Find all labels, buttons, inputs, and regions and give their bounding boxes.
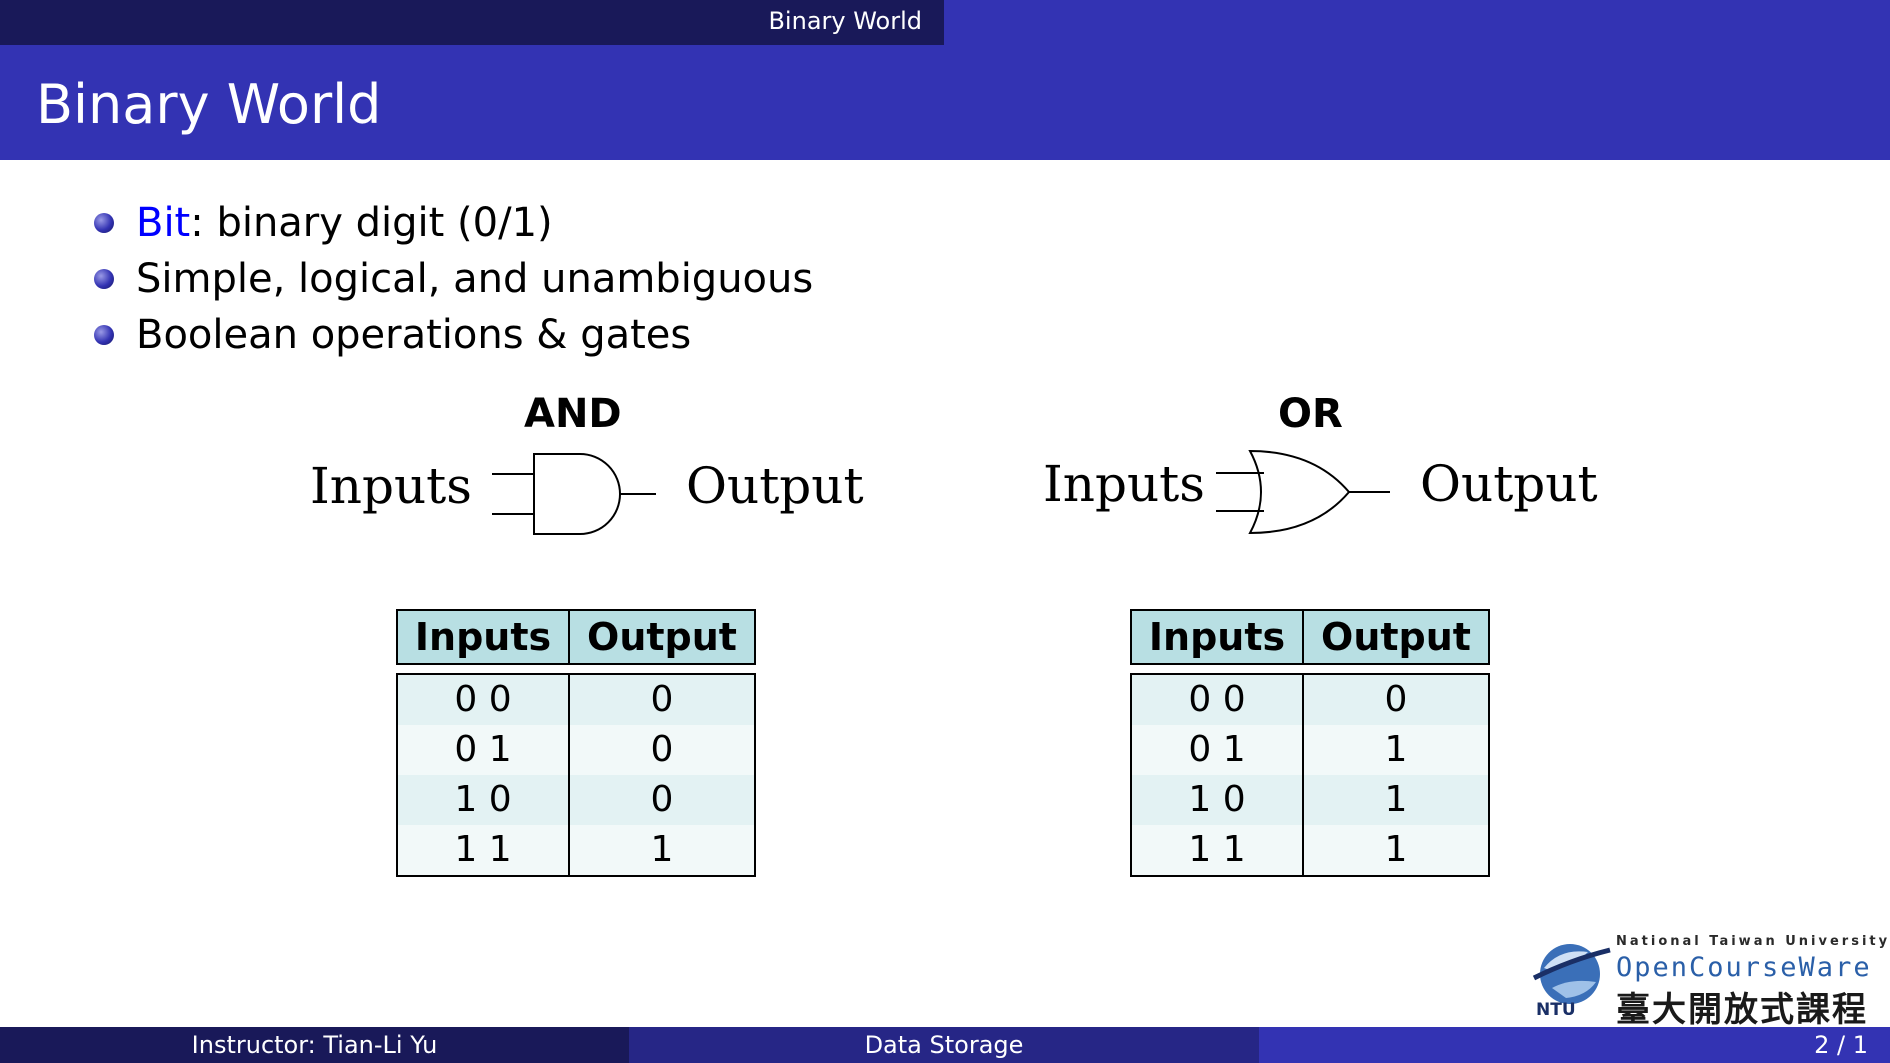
table-cell: 0 [650,729,674,770]
or-inputs-label: Inputs [1043,455,1205,513]
table-body: 0 0 0 0 1 0 1 0 0 1 1 1 [396,673,756,877]
table-cell: 1 0 [1132,775,1304,825]
table-header: Inputs Output [396,609,756,665]
and-gate-icon [492,453,656,535]
and-gate-title: AND [524,391,622,437]
logo-chinese: 臺大開放式課程 [1616,990,1868,1030]
table-row: 0 1 0 [398,725,754,775]
section-link[interactable]: Binary World [768,7,922,35]
and-inputs-label: Inputs [310,457,472,515]
table-cell: 0 1 [398,725,570,775]
or-gate-title: OR [1278,391,1343,437]
bullet-icon [94,325,114,345]
footer-page-number: 2 / 1 [1259,1027,1890,1063]
table-row: 1 0 0 [398,775,754,825]
frame-title-bar: Binary World [0,45,1890,160]
header-cell-output: Output [587,615,737,659]
bullet-icon [94,269,114,289]
or-output-label: Output [1420,455,1598,513]
table-cell: 1 1 [398,825,570,875]
bullet-item: Bit: binary digit (0/1) [90,195,813,251]
top-navigation-bar: Binary World [0,0,1890,45]
table-cell: 1 [1384,729,1408,770]
frame-title: Binary World [36,73,382,136]
table-row: 1 1 1 [398,825,754,875]
footer-bar: Instructor: Tian-Li Yu Data Storage 2 / … [0,1027,1890,1063]
table-cell: 1 [650,829,674,870]
footer-instructor: Instructor: Tian-Li Yu [0,1027,629,1063]
header-cell-inputs: Inputs [398,611,570,663]
globe-icon: NTU [1532,944,1611,1018]
bit-term: Bit [136,200,191,246]
bullet-list: Bit: binary digit (0/1) Simple, logical,… [90,195,813,363]
table-cell: 0 0 [1132,675,1304,725]
table-row: 0 0 0 [398,675,754,725]
table-header: Inputs Output [1130,609,1490,665]
bullet-text: : binary digit (0/1) [190,200,553,246]
bullet-item: Boolean operations & gates [90,307,813,363]
table-row: 1 1 1 [1132,825,1488,875]
bullet-item: Simple, logical, and unambiguous [90,251,813,307]
footer-topic: Data Storage [629,1027,1259,1063]
table-cell: 0 [1384,679,1408,720]
table-body: 0 0 0 0 1 1 1 0 1 1 1 1 [1130,673,1490,877]
table-cell: 0 [650,779,674,820]
ntu-ocw-logo: NTU National Taiwan University OpenCours… [1530,934,1887,1030]
table-row: 0 1 1 [1132,725,1488,775]
or-gate-icon [1216,449,1390,535]
table-cell: 1 [1384,829,1408,870]
table-cell: 1 [1384,779,1408,820]
bullet-text: Boolean operations & gates [136,312,692,358]
nav-left-block [0,0,944,45]
logo-university: National Taiwan University [1616,934,1890,949]
logo-brand: OpenCourseWare [1616,952,1872,983]
table-cell: 1 0 [398,775,570,825]
table-cell: 0 [650,679,674,720]
header-cell-output: Output [1321,615,1471,659]
header-cell-inputs: Inputs [1132,611,1304,663]
bullet-icon [94,213,114,233]
table-cell: 0 0 [398,675,570,725]
table-row: 1 0 1 [1132,775,1488,825]
ntu-mark: NTU [1536,1000,1576,1018]
bullet-text: Simple, logical, and unambiguous [136,256,814,302]
and-output-label: Output [686,457,864,515]
table-cell: 0 1 [1132,725,1304,775]
table-row: 0 0 0 [1132,675,1488,725]
table-cell: 1 1 [1132,825,1304,875]
